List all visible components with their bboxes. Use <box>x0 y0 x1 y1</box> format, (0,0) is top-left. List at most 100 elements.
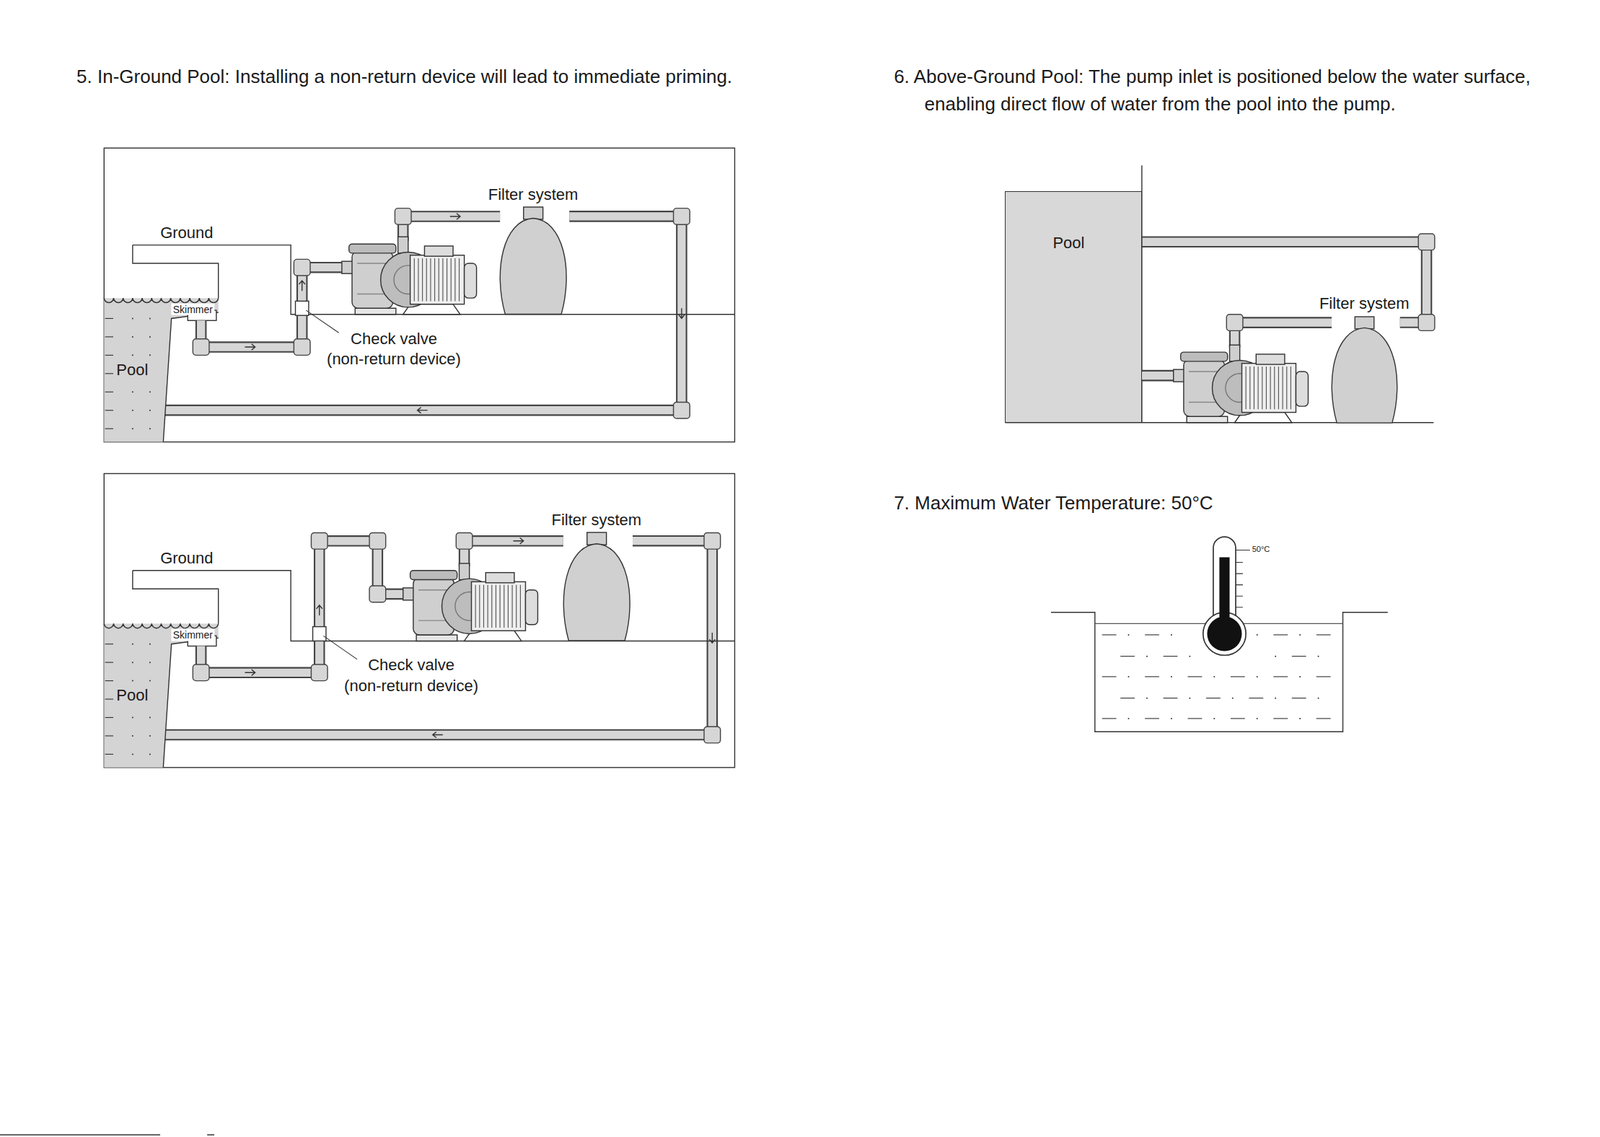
valve-label: Check valve <box>350 328 438 348</box>
water-marks <box>132 717 134 719</box>
pipe-elbow <box>1226 314 1243 332</box>
water-marks <box>1291 655 1307 657</box>
water-marks <box>1170 717 1173 720</box>
filter-valve <box>586 532 606 545</box>
flow-arrow <box>244 669 255 676</box>
water-marks <box>149 735 151 737</box>
water-marks <box>149 390 151 393</box>
pipe-elbow <box>673 208 691 226</box>
water-marks <box>1230 717 1246 719</box>
pipe <box>1234 322 1332 347</box>
water-marks <box>1256 717 1259 720</box>
pipe <box>403 216 500 241</box>
ground-label: Ground <box>160 222 213 242</box>
pipe <box>464 541 564 567</box>
thermometer <box>1203 536 1251 656</box>
pipe-elbow <box>310 532 328 549</box>
water-marks <box>1120 697 1135 699</box>
water-marks <box>132 409 134 412</box>
step-note: 7. Maximum Water Temperature: 50°C <box>893 489 1213 518</box>
pipe-elbow <box>455 532 473 549</box>
ground-label: Ground <box>160 548 213 568</box>
pump-illustration <box>341 236 1309 641</box>
water-marks <box>1248 697 1264 699</box>
filter-tank-body <box>1331 327 1398 423</box>
water-marks <box>1170 675 1173 678</box>
water-marks <box>132 354 134 356</box>
filter-valve <box>523 207 544 220</box>
pool-water <box>163 312 218 443</box>
water-marks <box>1188 675 1203 677</box>
water-marks <box>1317 697 1320 700</box>
filter-valve <box>1354 316 1374 329</box>
water-marks <box>105 662 114 663</box>
tank-label: Filter system <box>551 510 642 530</box>
flow-arrow <box>244 344 255 350</box>
step-note: 6. Above-Ground Pool: The pump inlet is … <box>893 63 1598 119</box>
water-marks <box>149 680 151 682</box>
diagram-frame <box>103 147 735 442</box>
water-marks <box>1299 717 1301 720</box>
water-marks <box>1274 697 1277 700</box>
water-marks <box>1127 717 1129 720</box>
water-marks <box>1273 717 1288 719</box>
water-marks <box>149 336 151 338</box>
water-marks <box>1127 675 1129 678</box>
check-valve <box>305 310 339 333</box>
pipe-elbow <box>369 532 386 549</box>
water-marks <box>149 317 151 319</box>
skimmer-label: Skimmer <box>171 628 215 641</box>
water-marks <box>105 735 114 736</box>
check-valve <box>323 635 358 660</box>
pipe-elbow <box>1418 233 1435 251</box>
valve-label: (non-return device) <box>344 675 479 695</box>
pipe-elbow <box>394 208 412 226</box>
check-valve <box>313 626 327 642</box>
page-rule <box>0 1133 215 1135</box>
water-marks <box>1232 697 1234 700</box>
diagram-frame <box>103 473 735 767</box>
flow-arrow <box>432 731 443 738</box>
pipe-elbow <box>1418 314 1435 332</box>
pool-region: Pool <box>103 623 164 767</box>
valve-label: Check valve <box>367 655 455 675</box>
water-marks <box>1127 634 1129 636</box>
water-marks <box>105 409 114 411</box>
pipe-elbow <box>310 664 328 681</box>
water-marks <box>132 317 134 319</box>
pool-water <box>163 637 218 768</box>
water-marks <box>1316 675 1331 677</box>
flow-arrow <box>678 308 685 319</box>
water-marks <box>149 354 151 356</box>
water-marks <box>132 735 134 737</box>
water-marks <box>105 428 114 430</box>
water-marks <box>132 427 134 430</box>
water-marks <box>105 698 114 700</box>
pool-water <box>103 623 218 767</box>
pipe <box>201 267 351 347</box>
water-marks <box>105 372 114 374</box>
water-marks <box>1273 634 1288 635</box>
water-marks <box>1102 717 1117 719</box>
ground-line <box>132 165 1435 641</box>
water-marks <box>1256 675 1259 678</box>
pool-label: Pool <box>116 686 148 705</box>
valve-label: (non-return device) <box>326 349 461 369</box>
return-pipe <box>1141 241 1427 323</box>
water-marks <box>1317 655 1320 658</box>
pipe-elbow <box>293 258 311 276</box>
pipe-elbow <box>293 339 311 356</box>
water-surface <box>103 297 218 629</box>
water-marks <box>1273 675 1288 677</box>
filter-tank-shape <box>497 207 570 315</box>
pool-box: Pool <box>1004 191 1142 423</box>
filter-tank-body <box>499 218 567 315</box>
page-rule <box>0 1133 215 1135</box>
pipe-outline <box>163 541 712 736</box>
water-marks <box>1206 697 1221 699</box>
temperature-mark: 50°C <box>1252 545 1271 555</box>
filter-tank-body <box>563 543 630 641</box>
water-surface <box>103 623 218 628</box>
pipe-elbow <box>369 585 386 603</box>
